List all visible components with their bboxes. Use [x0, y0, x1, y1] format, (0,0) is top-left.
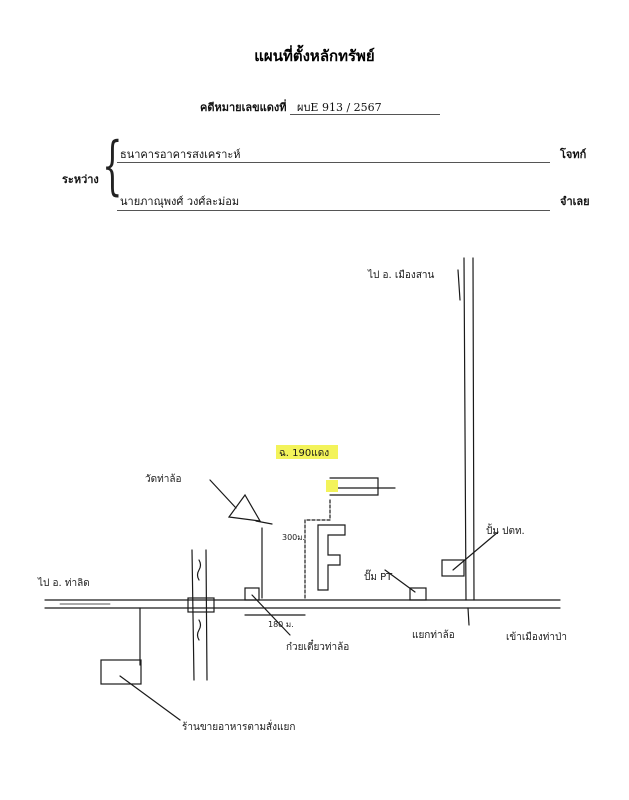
defendant-role: จำเลย: [560, 195, 590, 208]
temple-to-lane: [255, 520, 273, 525]
plaintiff-name: ธนาคารอาคารสงเคราะห์: [120, 148, 241, 161]
defendant-name: นายภาณุพงศ์ วงศ์ละม่อม: [120, 195, 240, 208]
north-road-label: ไป อ. เมืองสาน: [367, 269, 435, 281]
gas-station-leader: [384, 569, 416, 593]
north-arrow-tick: [457, 269, 461, 301]
shop-bottom-leader: [119, 675, 181, 721]
ptt-station-label: ปั้ม ปตท.: [486, 523, 525, 537]
noodle-shop-box: [244, 587, 260, 601]
temple-leader: [209, 479, 237, 509]
east-road-label: เข้าเมืองท่าป่า: [506, 631, 567, 643]
plot-marker-highlight: [326, 480, 338, 492]
shop-bottom-box: [100, 659, 142, 685]
gas-station-box: [409, 587, 427, 601]
canal-left-bank: [191, 549, 195, 681]
defendant-underline: [117, 210, 550, 211]
plot-parcel: [329, 477, 379, 496]
e-shaped-building: [317, 524, 346, 591]
canal-right-bank: [205, 549, 208, 681]
canal-wave-2: [196, 619, 202, 641]
gas-station-label: ปั๊ม PT: [364, 569, 393, 583]
ptt-station-box: [441, 559, 465, 577]
temple-symbol: [227, 493, 262, 522]
between-label: ระหว่าง: [62, 173, 99, 186]
distance-180-label: 180 ม.: [268, 620, 294, 629]
plot-label-highlight: [276, 445, 338, 459]
ptt-station-leader: [452, 531, 499, 571]
plot-label: ฉ. 190แดง: [279, 448, 329, 459]
case-number-value: ผบE 913 / 2567: [297, 101, 382, 114]
case-number-underline: [290, 114, 440, 115]
distance-300-label: 300ม.: [282, 533, 305, 542]
west-road-label: ไป อ. ท่าลิด: [37, 577, 90, 589]
plaintiff-role: โจทก์: [560, 148, 587, 161]
noodle-shop-label: ก๋วยเตี๋ยวท่าล้อ: [286, 639, 349, 653]
bridge-box: [187, 597, 215, 613]
canal-wave-1: [196, 559, 202, 581]
shop-bottom-label: ร้านขายอาหารตามสั่งแยก: [182, 719, 295, 733]
temple-label: วัดท่าล้อ: [145, 473, 181, 485]
north-road-left-edge: [463, 257, 467, 601]
plot-access-lane: [304, 497, 331, 599]
junction-label: แยกท่าล้อ: [412, 629, 455, 641]
page-title: แผนที่ตั้งหลักทรัพย์: [254, 47, 375, 65]
plaintiff-underline: [117, 162, 550, 163]
brace-symbol: {: [102, 129, 123, 203]
case-number-label: คดีหมายเลขแดงที่: [200, 101, 287, 114]
north-road-right-edge: [472, 257, 475, 601]
north-road-continuation: [467, 607, 470, 626]
